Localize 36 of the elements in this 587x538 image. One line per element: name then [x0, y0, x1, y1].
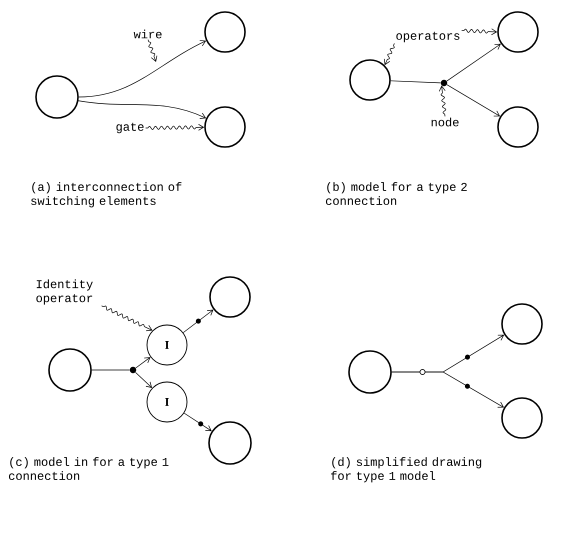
caption: (b) model for a type 2 connection — [326, 182, 467, 206]
element-circle — [48, 348, 92, 392]
leader-line — [384, 43, 395, 66]
leader-line — [461, 28, 498, 36]
element-circle — [497, 106, 539, 148]
arrow — [391, 369, 504, 408]
leader-label: gate — [116, 122, 144, 134]
arrow — [135, 372, 152, 388]
arrow — [135, 357, 151, 368]
element-circle — [35, 75, 79, 119]
leader-line — [101, 305, 153, 332]
arrow — [446, 84, 500, 116]
leader-label: operators — [396, 32, 460, 42]
element-circle — [204, 106, 246, 148]
element-circle — [204, 11, 246, 53]
arrow — [184, 412, 212, 432]
arrow — [446, 44, 501, 82]
arrow — [182, 310, 214, 333]
leader-label: node — [432, 118, 459, 126]
element-circle — [501, 397, 543, 439]
leader-label: wire — [134, 30, 162, 38]
element-circle — [501, 303, 543, 345]
element-circle — [349, 59, 391, 101]
caption: (c) model in for a type 1 connection — [8, 457, 168, 480]
leader-label: Identity operator — [36, 279, 93, 305]
leader-line — [148, 39, 158, 62]
element-circle — [348, 350, 392, 394]
arrow — [78, 100, 206, 119]
caption: (a) interconnection of switching elements — [31, 182, 182, 208]
caption: (d) simplified drawing for type 1 model — [331, 457, 482, 482]
leader-line — [438, 85, 446, 117]
arrow — [78, 40, 206, 98]
element-circle — [209, 276, 251, 318]
element-circle — [497, 11, 539, 53]
leader-line — [145, 124, 204, 131]
element-circle — [208, 421, 252, 465]
